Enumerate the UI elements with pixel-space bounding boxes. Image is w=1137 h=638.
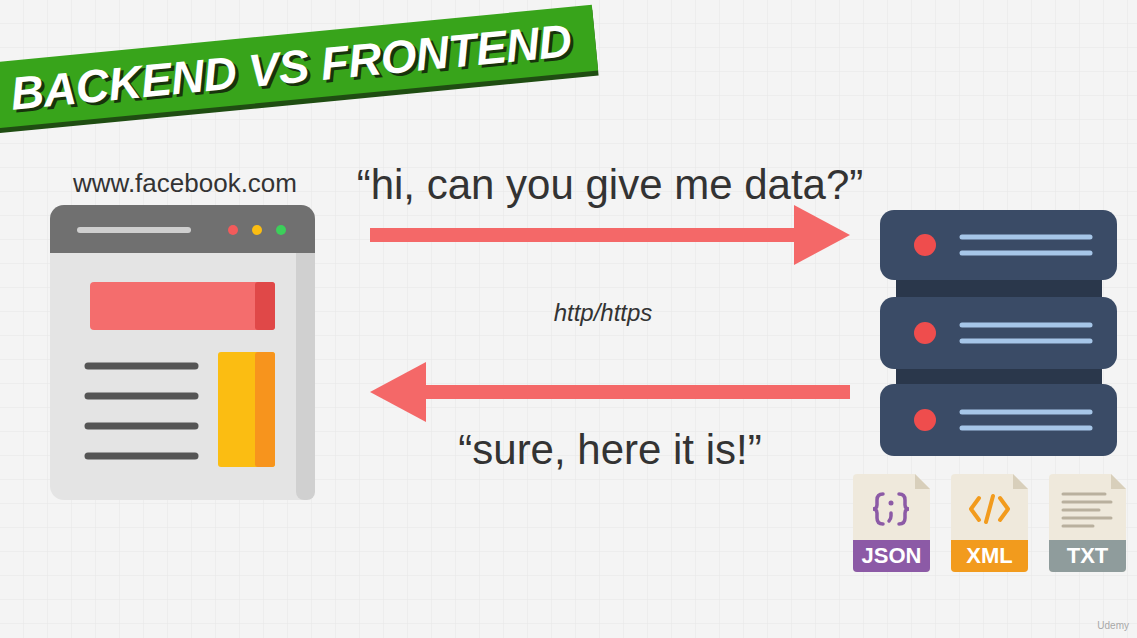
browser-window: www.facebook.com (45, 168, 325, 503)
browser-illustration (50, 205, 315, 500)
address-bar (80, 227, 188, 233)
tag-bracket (971, 498, 979, 520)
text-line (88, 393, 195, 400)
xml-file-icon (951, 474, 1028, 572)
file-band (1049, 540, 1126, 572)
page-banner-shade (255, 282, 275, 330)
watermark: Udemy (1097, 620, 1129, 632)
text-stroke (1063, 493, 1105, 496)
tag-slash (986, 496, 993, 522)
brace (873, 494, 883, 524)
tag-bracket (1000, 498, 1008, 520)
text-stroke (1063, 501, 1111, 504)
window-dot (252, 225, 262, 235)
file-type-label: TXT (1067, 540, 1109, 572)
xml-file: XML (951, 474, 1028, 572)
text-stroke (1063, 509, 1099, 512)
window-dot (276, 225, 286, 235)
server-slots (962, 237, 1090, 428)
server-light (914, 322, 936, 344)
file-band (951, 540, 1028, 572)
text-line (88, 363, 195, 370)
browser-top-bar-base (50, 232, 315, 253)
server-unit (880, 297, 1117, 369)
sidebar-block-shade (255, 352, 275, 467)
server-slot (962, 235, 1090, 240)
edge-label: “hi, can you give me data?” (357, 161, 864, 209)
server-slot (962, 426, 1090, 431)
file-paper (1049, 474, 1126, 572)
brace (899, 494, 909, 524)
semicolon-dot (889, 501, 894, 506)
file-fold (915, 474, 930, 489)
text-line (88, 453, 195, 460)
brace-symbol (873, 494, 909, 524)
file-type-label: JSON (862, 540, 922, 572)
server-slot (962, 410, 1090, 415)
txt-file-icon (1049, 474, 1126, 572)
file-fold (1013, 474, 1028, 489)
text-symbol (1063, 494, 1111, 526)
server-illustration (880, 210, 1117, 456)
tag-symbol (971, 496, 1008, 522)
server-slot (962, 251, 1090, 256)
arrow-head (794, 205, 850, 265)
server-light (914, 409, 936, 431)
sidebar-block (218, 352, 275, 467)
connector-arrow (370, 362, 850, 422)
file-paper (951, 474, 1028, 572)
window-dot (228, 225, 238, 235)
page-banner (90, 282, 275, 330)
browser-top-bar (50, 205, 315, 253)
text-lines (88, 366, 195, 456)
json-file: JSON (853, 474, 930, 572)
connector-arrow (370, 205, 850, 265)
arrow-shaft (370, 228, 796, 242)
file-band (853, 540, 930, 572)
file-paper (853, 474, 930, 572)
server-slot (962, 339, 1090, 344)
txt-file: TXT (1049, 474, 1126, 572)
text-stroke (1063, 525, 1093, 528)
protocol-label: http/https (554, 299, 653, 327)
arrow-head (370, 362, 426, 422)
server-light (914, 234, 936, 256)
text-line (88, 423, 195, 430)
json-file-icon (853, 474, 930, 572)
file-type-label: XML (966, 540, 1012, 572)
url-label: www.facebook.com (73, 168, 297, 198)
server-stack (878, 205, 1122, 460)
text-stroke (1063, 517, 1111, 520)
semicolon-tail (889, 513, 891, 521)
arrow-shaft (424, 385, 850, 399)
edge-label: “sure, here it is!” (458, 426, 761, 474)
browser-frame (50, 205, 315, 500)
server-slot (962, 323, 1090, 328)
browser-side-shade (296, 240, 315, 500)
server-unit (880, 210, 1117, 280)
file-fold (1111, 474, 1126, 489)
server-unit (880, 384, 1117, 456)
